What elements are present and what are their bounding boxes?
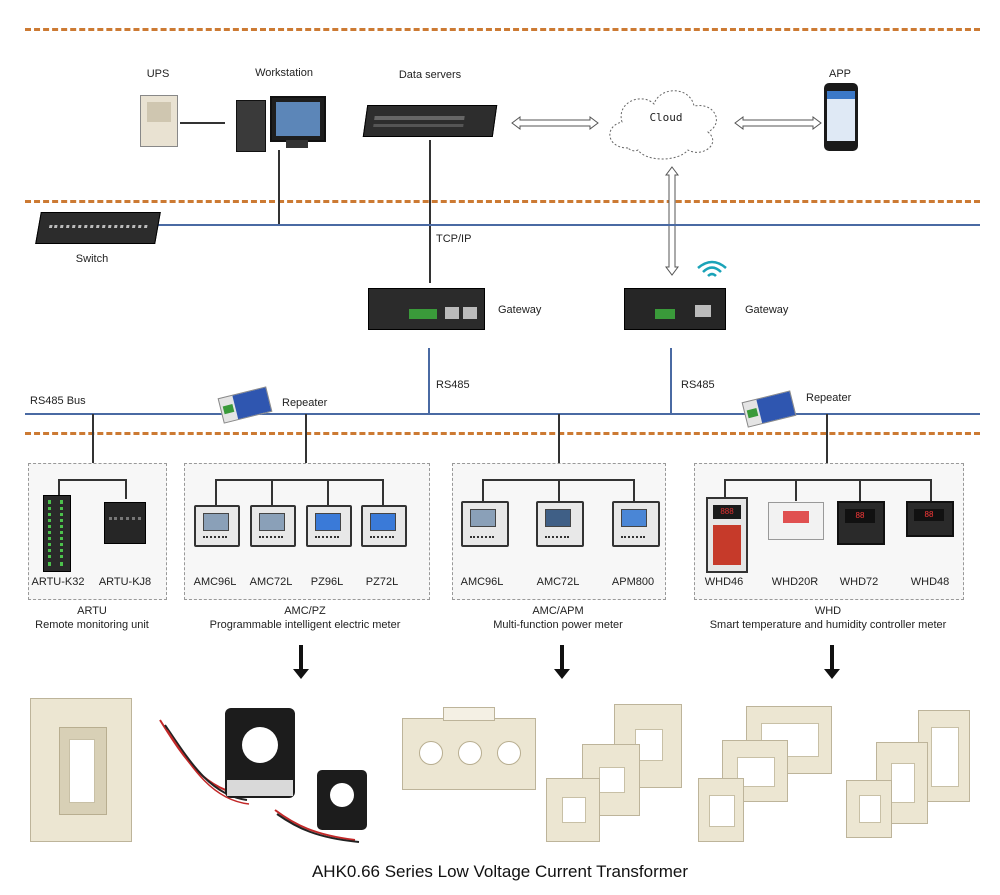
amc96l-meter-icon: [194, 505, 240, 547]
repeater-left-icon: [217, 386, 273, 424]
ct-rect-c-icon: [698, 778, 744, 842]
repeater-right-icon: [741, 390, 797, 428]
gateway-right-icon: [624, 288, 726, 330]
group-whd-caption-title: WHD: [814, 605, 842, 617]
repeater-right-label: Repeater: [806, 392, 852, 404]
bottom-title: AHK0.66 Series Low Voltage Current Trans…: [311, 862, 689, 881]
group-amc-apm-caption-desc: Multi-function power meter: [493, 619, 623, 631]
group-amc-pz-caption-title: AMC/PZ: [284, 605, 326, 617]
group-artu-device-0: ARTU-K32: [31, 576, 85, 588]
artu-k32-icon: [43, 495, 71, 572]
group-whd-device-0: WHD46: [704, 576, 744, 588]
whd72-icon: 88: [837, 501, 885, 545]
amc96l-apm-meter-icon: [461, 501, 509, 547]
repeater-left-label: Repeater: [282, 397, 328, 409]
down-arrow-icon-2: [554, 645, 570, 679]
group-artu-caption-desc: Remote monitoring unit: [35, 619, 149, 631]
group-amc-apm-device-2: APM800: [611, 576, 655, 588]
app-label: APP: [828, 68, 852, 80]
rs485-right-label: RS485: [681, 379, 715, 391]
rs485-left-line: [428, 348, 430, 414]
group-amc-pz-device-3: PZ72L: [365, 576, 399, 588]
amc72l-meter-icon: [250, 505, 296, 547]
group-artu-caption-title: ARTU: [77, 605, 107, 617]
workstation-link: [278, 150, 280, 225]
server-cloud-arrow: [511, 116, 599, 130]
separator-upper: [25, 200, 980, 203]
whd46-icon: 888: [706, 497, 748, 573]
switch-label: Switch: [75, 253, 109, 265]
group-amc-apm-caption-title: AMC/APM: [532, 605, 584, 617]
group-whd-device-2: WHD72: [839, 576, 879, 588]
group-amc-pz-device-0: AMC96L: [193, 576, 237, 588]
cloud-gateway-arrow: [665, 166, 679, 276]
down-arrow-icon-3: [824, 645, 840, 679]
group-amc-pz-caption-desc: Programmable intelligent electric meter: [209, 619, 401, 631]
group-amc-apm-device-1: AMC72L: [536, 576, 580, 588]
group-whd-caption-desc: Smart temperature and humidity controlle…: [709, 619, 947, 631]
whd20r-icon: [768, 502, 824, 540]
separator-top: [25, 28, 980, 31]
gateway-right-label: Gateway: [745, 304, 789, 316]
data-server-icon: [362, 105, 498, 137]
down-arrow-icon-1: [293, 645, 309, 679]
artu-kj8-icon: [104, 502, 146, 544]
group-amc-pz-device-1: AMC72L: [249, 576, 293, 588]
data-servers-label: Data servers: [398, 69, 462, 81]
rs485-right-line: [670, 348, 672, 414]
whd48-icon: 88: [906, 501, 954, 537]
cloud-app-arrow: [734, 116, 822, 130]
group-whd-device-3: WHD48: [910, 576, 950, 588]
server-gateway-link: [429, 140, 431, 283]
rs485-bus-label: RS485 Bus: [30, 395, 86, 407]
split-core-transformer-icon: [159, 708, 367, 843]
switch-icon: [35, 212, 161, 244]
tcpip-label: TCP/IP: [436, 233, 472, 245]
group-whd-device-1: WHD20R: [771, 576, 819, 588]
cloud-label: Cloud: [649, 111, 683, 124]
pz72l-meter-icon: [361, 505, 407, 547]
cloud-icon: [609, 90, 717, 160]
ups-icon: [140, 95, 178, 147]
pz96l-meter-icon: [306, 505, 352, 547]
three-hole-transformer-icon: [402, 707, 536, 790]
gateway-left-label: Gateway: [498, 304, 542, 316]
apm800-meter-icon: [612, 501, 660, 547]
workstation-label: Workstation: [255, 67, 313, 79]
amc72l-apm-meter-icon: [536, 501, 584, 547]
workstation-monitor-icon: [270, 96, 326, 142]
ups-label: UPS: [146, 68, 170, 80]
ct-tall-c-icon: [846, 780, 892, 838]
gateway-left-icon: [368, 288, 485, 330]
group-amc-pz-device-2: PZ96L: [310, 576, 344, 588]
group-amc-apm-device-0: AMC96L: [460, 576, 504, 588]
group-artu-device-1: ARTU-KJ8: [98, 576, 152, 588]
ct-rect-b-icon: [722, 740, 788, 802]
wifi-icon: [697, 260, 727, 277]
separator-lower: [25, 432, 980, 435]
rs485-left-label: RS485: [436, 379, 470, 391]
smartphone-icon: [824, 83, 858, 151]
ups-link: [180, 122, 225, 124]
rs485-bus: [25, 413, 980, 415]
workstation-tower-icon: [236, 100, 266, 152]
block-transformer-icon: [30, 698, 132, 842]
ethernet-bus: [155, 224, 980, 226]
ct-small-c-icon: [546, 778, 600, 842]
